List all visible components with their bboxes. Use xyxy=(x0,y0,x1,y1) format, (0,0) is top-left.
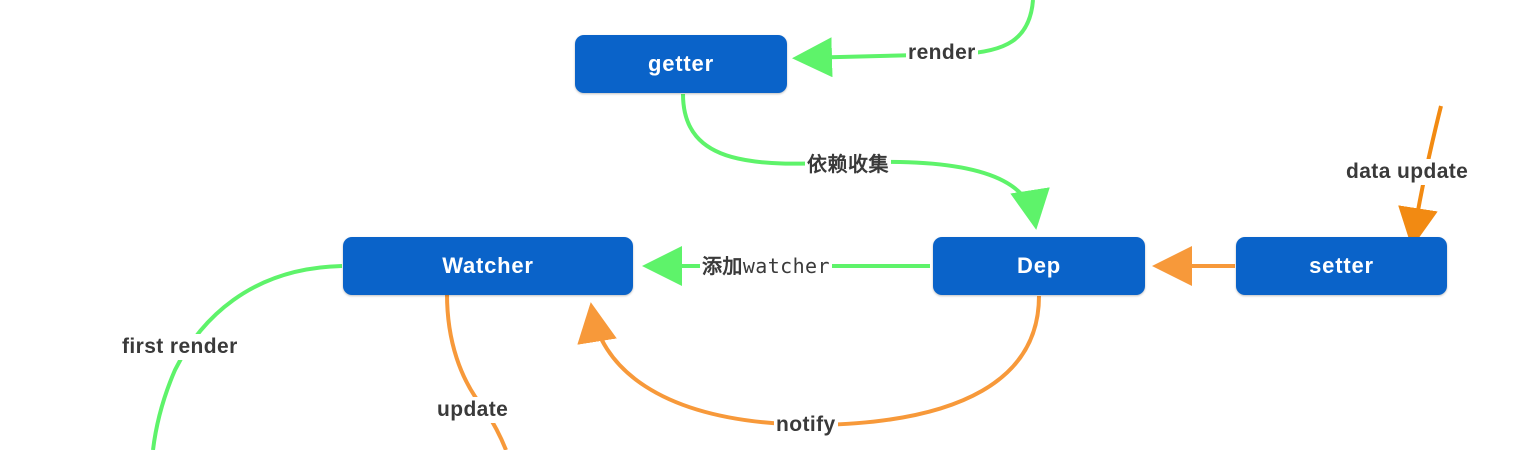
add-watcher-label-suffix: watcher xyxy=(742,254,830,278)
watcher-node-label: Watcher xyxy=(442,253,534,278)
edge-notify xyxy=(577,295,1041,428)
getter-node[interactable]: getter xyxy=(575,35,787,93)
add-watcher-label: 添加watcher xyxy=(700,253,832,280)
dep-node[interactable]: Dep xyxy=(933,237,1145,295)
setter-node-label: setter xyxy=(1309,253,1374,278)
edge-update xyxy=(445,293,508,450)
watcher-node[interactable]: Watcher xyxy=(343,237,633,295)
dep-node-label: Dep xyxy=(1017,253,1061,278)
getter-node-label: getter xyxy=(648,51,714,76)
data-update-label: data update xyxy=(1344,159,1471,185)
render-label: render xyxy=(906,40,978,66)
dependency-collect-label: 依赖收集 xyxy=(805,151,891,177)
notify-label: notify xyxy=(774,412,838,438)
update-label: update xyxy=(435,397,511,423)
setter-node[interactable]: setter xyxy=(1236,237,1447,295)
add-watcher-label-prefix: 添加 xyxy=(702,254,743,278)
first-render-label: first render xyxy=(120,334,240,360)
